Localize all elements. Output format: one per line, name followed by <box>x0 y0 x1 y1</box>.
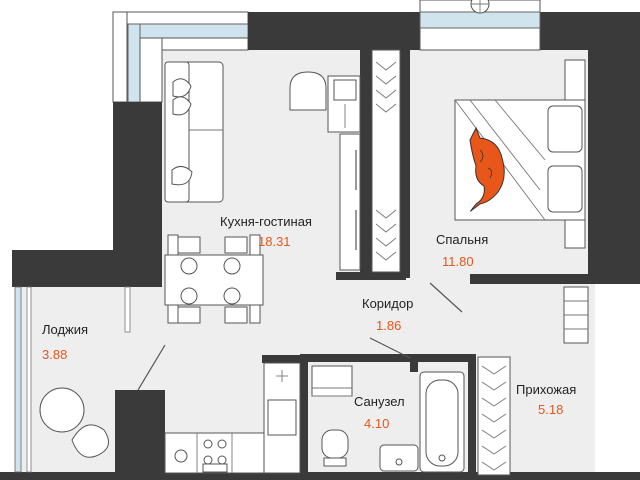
wall-bottom <box>0 472 640 480</box>
kitchen-appliances <box>164 362 301 474</box>
room-area-loggia: 3.88 <box>42 347 67 362</box>
room-labels: Кухня-гостиная 18.31 Спальня 11.80 Корид… <box>42 214 576 431</box>
room-name-corridor: Коридор <box>362 296 413 311</box>
dining-table <box>164 234 264 324</box>
cat-illustration <box>469 126 505 212</box>
kitchen-column <box>339 133 361 271</box>
loggia-furniture <box>39 387 109 458</box>
wall-bath-mid <box>410 354 418 372</box>
wall-bath-left <box>300 354 308 480</box>
loggia-window <box>14 286 131 473</box>
wall-bath-right <box>468 354 476 480</box>
bed <box>454 59 586 249</box>
wall-left-wing <box>12 250 162 287</box>
wall-top-mid <box>248 12 420 50</box>
room-name-hallway: Прихожая <box>516 382 576 397</box>
room-area-kitchen-living: 18.31 <box>258 234 291 249</box>
room-area-corridor: 1.86 <box>376 318 401 333</box>
room-area-bedroom: 11.80 <box>442 254 474 269</box>
room-name-kitchen-living: Кухня-гостиная <box>220 214 312 229</box>
wall-bath-top <box>300 354 475 362</box>
electrical-panel <box>563 286 589 344</box>
room-name-bathroom: Санузел <box>354 394 405 409</box>
room-area-bathroom: 4.10 <box>364 416 389 431</box>
wall-bedroom-bottom <box>470 274 640 284</box>
sofa <box>164 61 224 203</box>
hallway-wardrobe <box>477 356 511 476</box>
wall-partition-b <box>400 50 410 278</box>
desk-and-chair <box>289 71 361 133</box>
wall-corridor-top <box>336 272 406 280</box>
wall-partition <box>360 50 372 278</box>
bathroom-fixtures <box>311 365 465 473</box>
walls <box>0 12 640 480</box>
wardrobe-top <box>371 49 401 273</box>
door-lines <box>137 282 463 397</box>
wall-kitchen-top <box>262 355 308 363</box>
wall-right-top <box>588 12 640 282</box>
room-name-loggia: Лоджия <box>42 322 88 337</box>
wall-loggia-pier <box>115 390 165 480</box>
room-name-bedroom: Спальня <box>436 232 488 247</box>
bedroom-window <box>419 0 541 51</box>
room-area-hallway: 5.18 <box>538 402 563 417</box>
